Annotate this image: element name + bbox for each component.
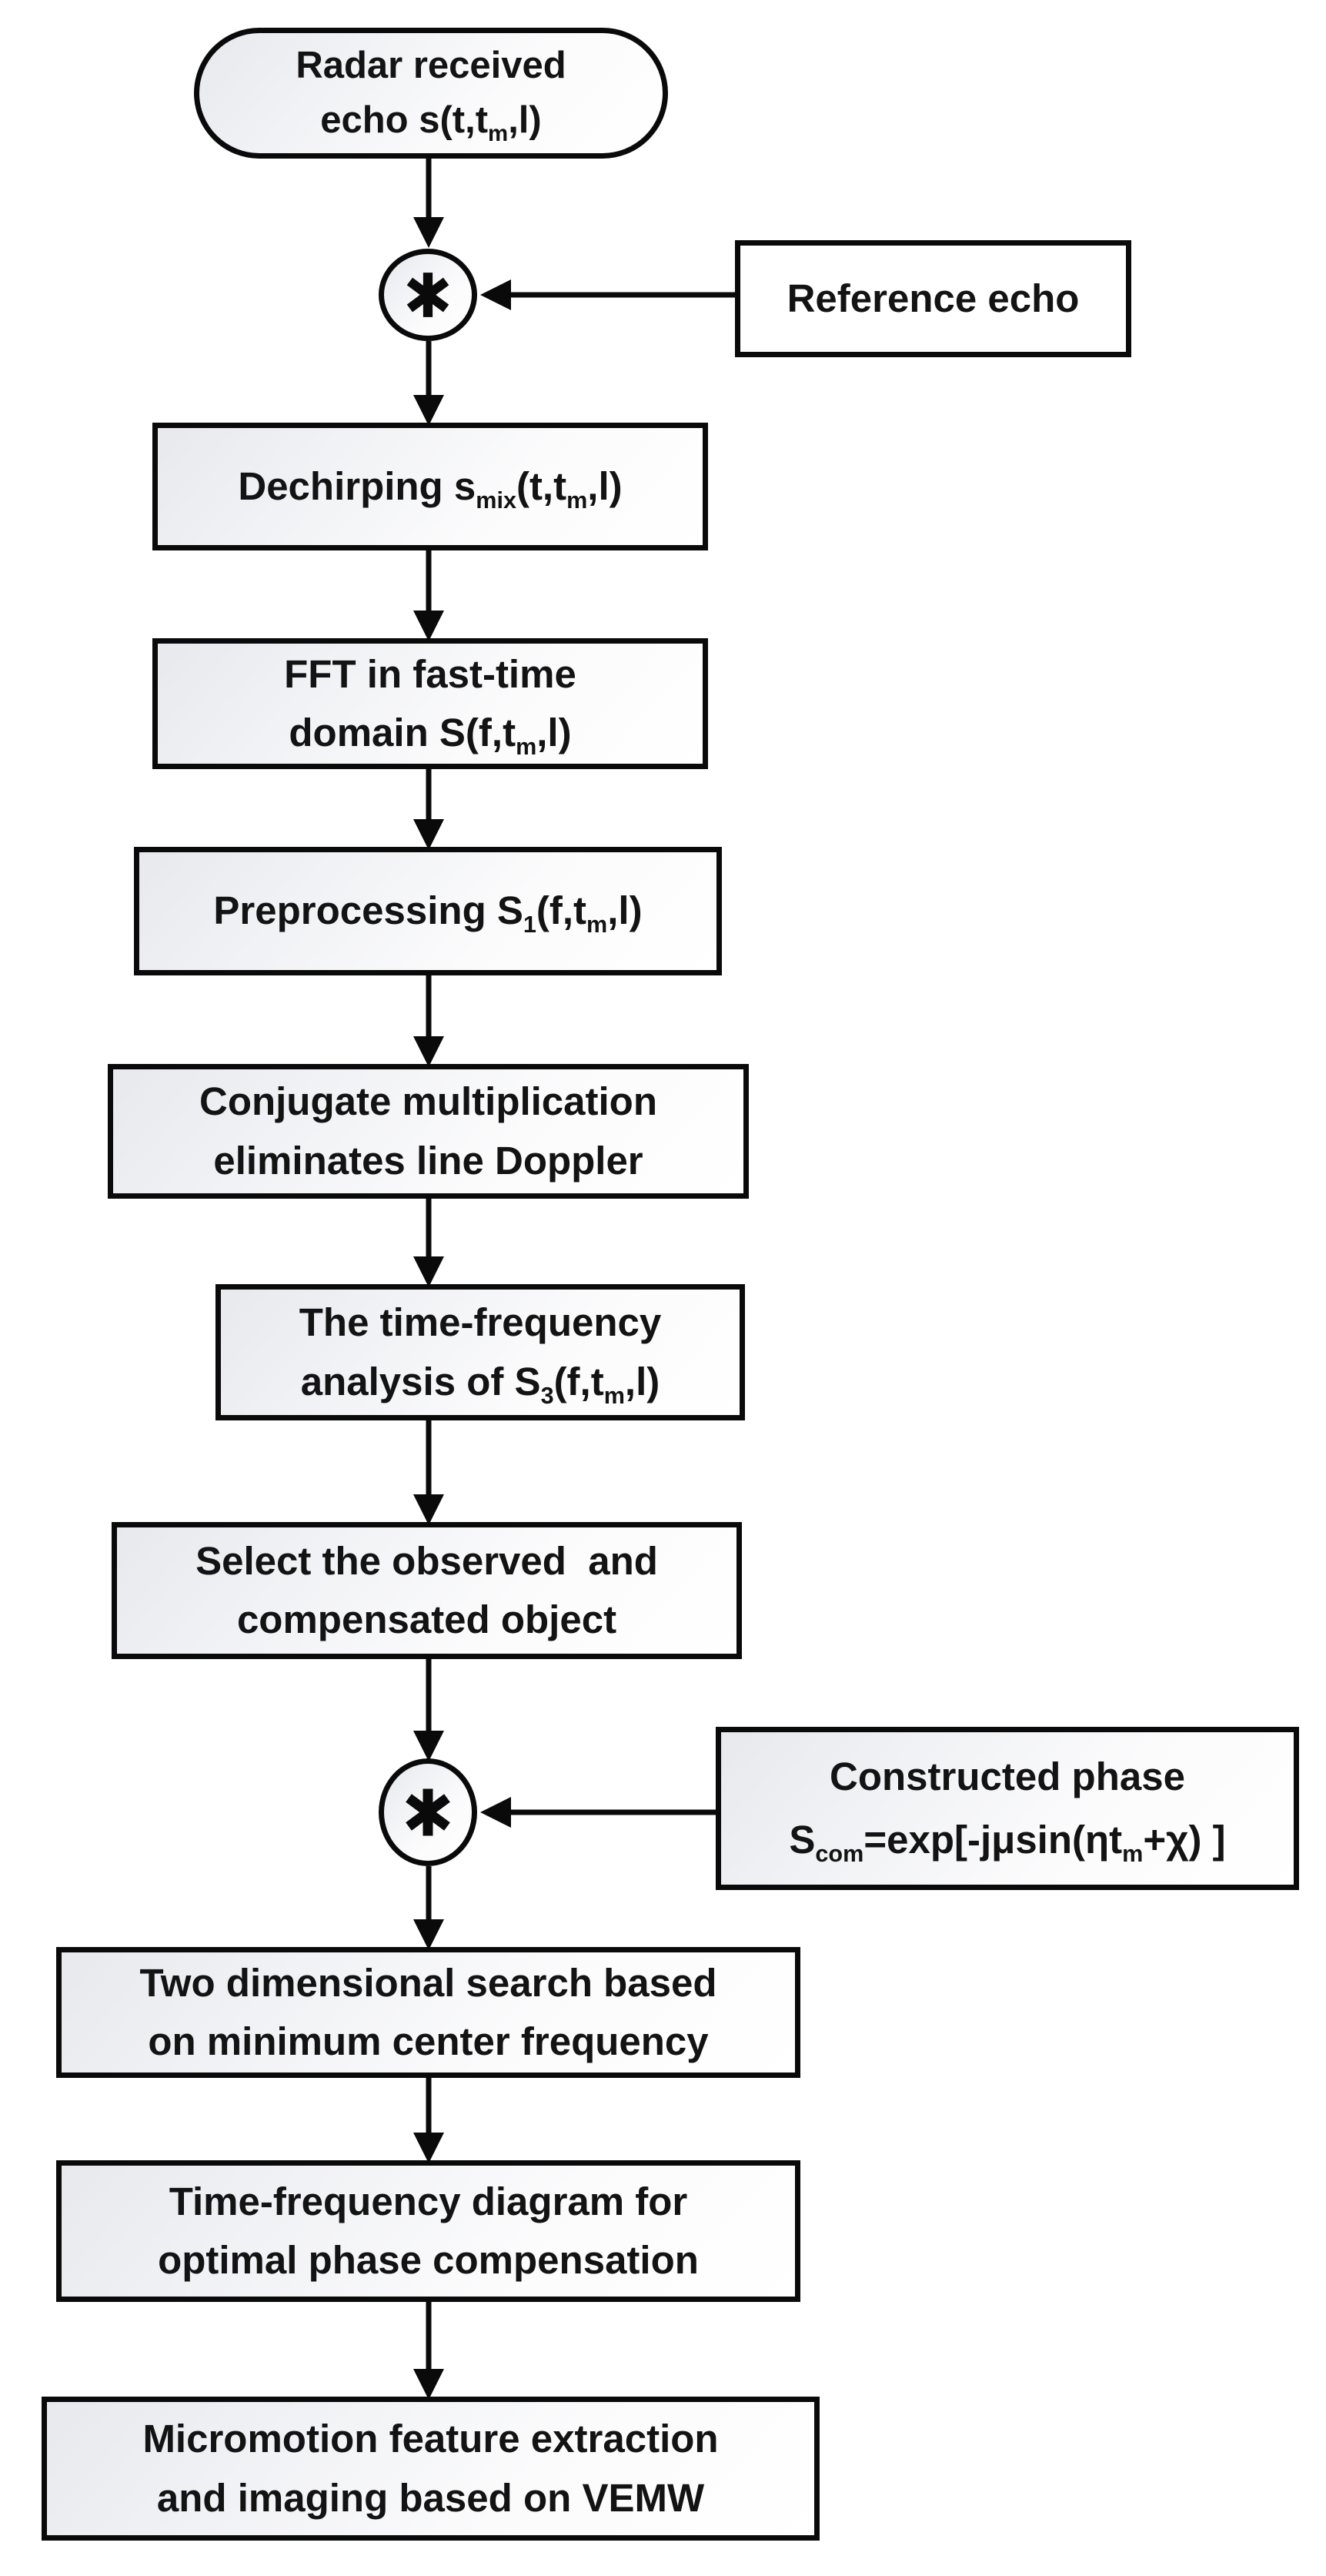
text-line: optimal phase compensation	[158, 2231, 699, 2290]
text-segment: (t,t	[516, 463, 567, 508]
text-line: The time-frequency	[299, 1293, 661, 1353]
arrow-tfa-to-select	[413, 1420, 444, 1525]
text-line: eliminates line Doppler	[213, 1132, 643, 1191]
node-preprocessing: Preprocessing S1(f,tm,l)	[134, 847, 722, 975]
text-line: Conjugate multiplication	[199, 1072, 657, 1132]
text-line: analysis of S3(f,tm,l)	[301, 1353, 660, 1412]
text-segment: Dechirping s	[238, 463, 476, 508]
subscript-text: mix	[476, 487, 516, 514]
arrow-constructed-to-conv2	[480, 1797, 716, 1828]
text-line: Preprocessing S1(f,tm,l)	[213, 882, 642, 941]
arrow-conv2-to-twodim	[413, 1866, 444, 1950]
arrow-radar-to-conv1	[413, 159, 444, 248]
text-line: Time-frequency diagram for	[169, 2173, 688, 2232]
text-segment: Select the observed and	[195, 1538, 658, 1583]
text-line: Select the observed and	[195, 1532, 658, 1591]
arrow-reference-to-conv1	[480, 279, 735, 310]
subscript-text: m	[566, 487, 588, 514]
node-dechirping: Dechirping smix(t,tm,l)	[152, 423, 708, 550]
subscript-text: m	[586, 912, 608, 938]
text-segment: ,l)	[587, 463, 623, 508]
arrow-conv1-to-dechirp	[413, 341, 444, 426]
text-segment: Radar received	[296, 44, 566, 86]
text-segment: echo s(t,t	[320, 99, 489, 141]
convolution-asterisk-icon	[406, 273, 449, 317]
text-segment: domain S(f,t	[289, 711, 516, 754]
text-segment: analysis of S	[300, 1359, 541, 1403]
text-segment: ,l)	[536, 711, 572, 754]
text-segment: Constructed phase	[830, 1755, 1185, 1799]
text-line: compensated object	[237, 1591, 616, 1650]
arrow-fft-to-preprocess	[413, 769, 444, 850]
node-time-frequency-analysis: The time-frequency analysis of S3(f,tm,l)	[215, 1284, 745, 1420]
node-fft-fast-time: FFT in fast-time domain S(f,tm,l)	[152, 638, 708, 769]
subscript-text: m	[516, 734, 537, 761]
text-segment: +χ) ]	[1143, 1818, 1226, 1862]
node-time-frequency-diagram: Time-frequency diagram for optimal phase …	[56, 2160, 800, 2302]
text-line: Dechirping smix(t,tm,l)	[238, 457, 622, 517]
subscript-text: m	[1122, 1841, 1144, 1868]
text-segment: ,l)	[508, 99, 542, 141]
text-segment: optimal phase compensation	[158, 2238, 699, 2282]
node-conjugate-multiplication: Conjugate multiplication eliminates line …	[108, 1064, 749, 1199]
text-segment: Micromotion feature extraction	[142, 2417, 719, 2461]
text-segment: Conjugate multiplication	[199, 1079, 657, 1123]
text-segment: Two dimensional search based	[139, 1960, 717, 2005]
arrow-conjugate-to-tfa	[413, 1199, 444, 1287]
text-line: Two dimensional search based	[139, 1954, 716, 2013]
text-segment: Reference echo	[787, 276, 1080, 320]
node-select-object: Select the observed and compensated objec…	[112, 1522, 742, 1659]
text-line: on minimum center frequency	[148, 2012, 708, 2072]
text-segment: Preprocessing S	[213, 888, 523, 933]
text-line: and imaging based on VEMW	[157, 2469, 704, 2528]
convolution-asterisk-icon	[406, 1788, 450, 1836]
text-segment: and imaging based on VEMW	[156, 2475, 705, 2520]
text-segment: (f,t	[536, 888, 587, 933]
text-line: Micromotion feature extraction	[142, 2410, 718, 2469]
text-line: FFT in fast-time	[284, 645, 576, 704]
node-reference-echo: Reference echo	[735, 240, 1131, 357]
text-segment: ,l)	[624, 1359, 660, 1403]
node-two-dimensional-search: Two dimensional search based on minimum c…	[56, 1947, 800, 2078]
text-line: domain S(f,tm,l)	[289, 704, 571, 763]
text-segment: on minimum center frequency	[148, 2019, 709, 2063]
subscript-text: 1	[523, 912, 536, 938]
text-segment: FFT in fast-time	[284, 651, 576, 696]
text-segment: =exp[-jμsin(ηt	[863, 1818, 1123, 1862]
subscript-text: m	[488, 120, 509, 146]
node-micromotion-extraction: Micromotion feature extraction and imagin…	[42, 2397, 820, 2541]
text-segment: (f,t	[553, 1359, 604, 1403]
text-line: Reference echo	[787, 269, 1080, 329]
subscript-text: com	[815, 1841, 864, 1868]
text-segment: S	[789, 1818, 816, 1862]
text-line: Radar received	[296, 38, 566, 93]
subscript-text: 3	[540, 1382, 554, 1409]
subscript-text: m	[603, 1382, 625, 1409]
text-segment: The time-frequency	[299, 1300, 662, 1344]
node-convolution-operator-2	[379, 1758, 477, 1866]
text-segment: compensated object	[236, 1597, 617, 1641]
text-line: Scom=exp[-jμsin(ηtm+χ) ]	[789, 1808, 1225, 1872]
text-segment: ,l)	[607, 888, 643, 933]
arrow-tfdiagram-to-micromotion	[413, 2302, 444, 2400]
text-line: Constructed phase	[830, 1745, 1185, 1808]
text-segment: Time-frequency diagram for	[169, 2179, 688, 2223]
text-line: echo s(t,tm,l)	[320, 93, 541, 148]
arrow-twodim-to-tfdiagram	[413, 2078, 444, 2163]
arrow-preprocess-to-conjugate	[413, 975, 444, 1067]
node-radar-received-echo: Radar received echo s(t,tm,l)	[194, 28, 668, 159]
node-convolution-operator-1	[379, 249, 477, 341]
arrow-select-to-conv2	[413, 1659, 444, 1761]
text-segment: eliminates line Doppler	[213, 1138, 643, 1183]
arrow-dechirp-to-fft	[413, 550, 444, 641]
